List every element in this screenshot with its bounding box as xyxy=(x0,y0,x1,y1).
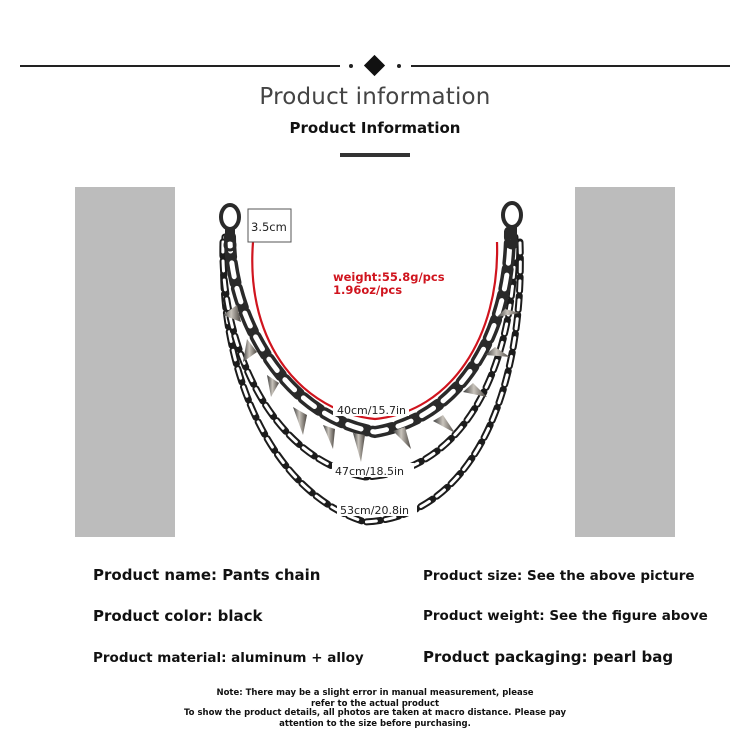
note-line-1: Note: There may be a slight error in man… xyxy=(216,688,534,698)
clasp-size-box xyxy=(247,208,292,243)
page-title: Product information xyxy=(259,84,491,110)
right-clasp xyxy=(501,201,523,250)
header-rule-left xyxy=(20,65,340,67)
header-dot-right xyxy=(397,64,401,68)
length-label-middle: 47cm/18.5in xyxy=(335,465,404,478)
measure-arc xyxy=(251,241,499,421)
product-photo: 3.5cm weight:55.8g/pcs 1.96oz/pcs 40cm/1… xyxy=(175,187,575,537)
weight-label-oz: 1.96oz/pcs xyxy=(333,283,402,297)
header-dot-left xyxy=(349,64,353,68)
diamond-icon xyxy=(363,54,386,77)
side-panel-left xyxy=(75,187,175,537)
product-name: Product name: Pants chain xyxy=(93,566,321,584)
product-size: Product size: See the above picture xyxy=(423,568,695,584)
spike-studs xyxy=(223,305,520,462)
product-color: Product color: black xyxy=(93,607,263,625)
header-rule-right xyxy=(411,65,730,67)
length-label-inner: 40cm/15.7in xyxy=(337,404,406,417)
weight-label: weight:55.8g/pcs xyxy=(333,270,445,284)
product-packaging: Product packaging: pearl bag xyxy=(423,648,674,666)
left-clasp xyxy=(219,203,241,252)
note-line-2: refer to the actual product xyxy=(310,699,440,709)
clasp-size-label: 3.5cm xyxy=(251,220,287,234)
side-panel-right xyxy=(575,187,675,537)
note-line-3: To show the product details, all photos … xyxy=(184,708,566,718)
product-material: Product material: aluminum + alloy xyxy=(93,650,364,666)
note-line-4: attention to the size before purchasing. xyxy=(279,719,471,729)
page-subtitle: Product Information xyxy=(289,119,461,137)
length-label-outer: 53cm/20.8in xyxy=(340,504,409,517)
product-weight: Product weight: See the figure above xyxy=(423,608,708,624)
title-underline xyxy=(340,153,410,157)
